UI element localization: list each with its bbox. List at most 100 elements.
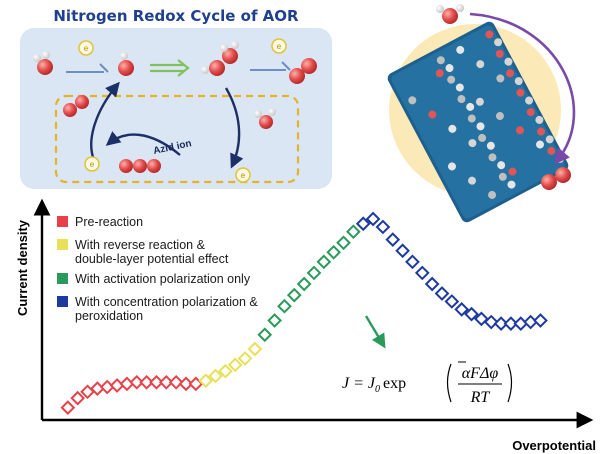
data-point-series3-4	[286, 287, 302, 303]
svg-text:e: e	[241, 171, 246, 180]
data-point-series4-2	[365, 211, 381, 227]
data-point-series2-1	[198, 373, 214, 389]
peroxide-molecule	[201, 41, 239, 76]
legend-swatch-concentration	[57, 296, 68, 307]
data-point-series2-3	[218, 363, 233, 379]
data-point-series4-10	[444, 294, 460, 309]
data-point-series3-9	[336, 235, 351, 251]
data-point-series2-2	[208, 368, 223, 384]
data-point-series3-6	[306, 265, 322, 281]
legend-label-concentration-line2: peroxidation	[75, 309, 143, 323]
cycle-water-molecule	[254, 108, 276, 129]
legend-label-activation: With activation polarization only	[75, 272, 251, 286]
data-point-series1-1	[60, 400, 76, 416]
surface-atom	[408, 96, 417, 105]
surface-atom	[455, 83, 464, 92]
data-point-series1-2	[70, 390, 86, 406]
cycle-arrow-right	[224, 87, 244, 169]
electron-icon-4: e	[235, 167, 251, 183]
surface-atom	[495, 49, 504, 58]
surface-atom	[476, 122, 485, 131]
data-point-series3-3	[277, 298, 292, 314]
arrow-step-3-hook	[281, 61, 291, 71]
data-point-series4-19	[533, 313, 548, 328]
x-axis-label: Overpotential	[512, 438, 596, 453]
data-point-series3-1	[257, 327, 273, 343]
surface-atom	[496, 74, 505, 83]
data-point-series1-5	[99, 379, 115, 395]
data-point-series2-4	[227, 357, 243, 373]
surface-atom	[494, 38, 503, 47]
surface-atom	[445, 64, 454, 73]
legend-label-concentration-line1: With concentration polarization &	[75, 295, 258, 309]
surface-atom	[466, 102, 475, 111]
legend-label-reverse-reaction-line2: double-layer potential effect	[75, 252, 229, 266]
surface-atom	[488, 153, 497, 162]
water-molecule-1	[33, 51, 53, 75]
data-point-series4-6	[405, 254, 420, 270]
equation-right-paren	[507, 363, 513, 403]
surface-atom	[436, 56, 445, 65]
data-point-series1-6	[109, 378, 125, 393]
data-point-series1-4	[90, 381, 105, 396]
double-arrow-green	[150, 59, 190, 77]
surface-atom	[456, 45, 465, 54]
surface-atom	[478, 133, 487, 142]
cycle-oxygen-molecule	[63, 95, 89, 117]
surface-atom	[476, 60, 485, 69]
surface-atom	[428, 110, 437, 119]
surface-atom	[488, 190, 497, 199]
data-point-series4-16	[503, 316, 519, 331]
data-point-series2-6	[247, 341, 263, 357]
data-point-series1-9	[139, 374, 154, 390]
oxygen-molecule-panel	[289, 58, 317, 84]
cycle-panel: Nitrogen Redox Cycle of AOR e	[20, 7, 332, 189]
cycle-arrow-inner	[105, 131, 181, 156]
legend: Pre-reaction With reverse reaction & dou…	[57, 215, 258, 323]
svg-text:e: e	[277, 42, 282, 51]
cycle-arrow-left	[90, 81, 120, 161]
surface-atom	[516, 88, 525, 97]
surface-atom	[515, 126, 524, 135]
svg-text:e: e	[90, 160, 95, 169]
surface-atom	[525, 96, 534, 105]
arrow-step-1-hook	[99, 63, 109, 73]
panel-title: Nitrogen Redox Cycle of AOR	[53, 7, 299, 25]
surface-atom	[457, 95, 466, 104]
surface-atom	[536, 140, 545, 149]
catalyst-slab	[387, 21, 569, 223]
surface-atom	[467, 114, 476, 123]
data-point-series3-5	[296, 276, 312, 292]
legend-swatch-pre-reaction	[57, 216, 68, 227]
oxygen-molecule-outgoing	[541, 167, 571, 190]
data-point-series4-7	[414, 265, 430, 281]
surface-atom	[535, 115, 544, 124]
surface-atom	[526, 108, 535, 117]
data-point-series1-10	[149, 374, 164, 390]
surface-atom	[514, 77, 523, 86]
data-point-series4-14	[483, 314, 499, 330]
legend-label-reverse-reaction-line1: With reverse reaction &	[75, 238, 206, 252]
surface-atom	[497, 161, 506, 170]
catalyst-surface-atoms	[408, 30, 565, 199]
surface-atom	[485, 30, 494, 39]
catalyst-illustration	[387, 4, 576, 223]
surface-atom	[545, 135, 554, 144]
data-point-series3-7	[316, 254, 332, 270]
surface-atom	[435, 69, 444, 78]
data-point-series4-9	[434, 286, 450, 301]
electron-icon-1: e	[78, 40, 94, 56]
surface-atom	[447, 75, 456, 84]
surface-atom	[468, 176, 477, 185]
data-point-series4-5	[395, 243, 410, 259]
equation-pointer-arrow	[364, 315, 386, 349]
surface-atom	[468, 139, 477, 148]
equation-left-paren	[446, 363, 452, 403]
legend-swatch-activation	[57, 273, 68, 284]
surface-atom	[547, 146, 556, 155]
legend-swatch-reverse-reaction	[57, 239, 68, 250]
data-point-series4-3	[375, 219, 391, 235]
